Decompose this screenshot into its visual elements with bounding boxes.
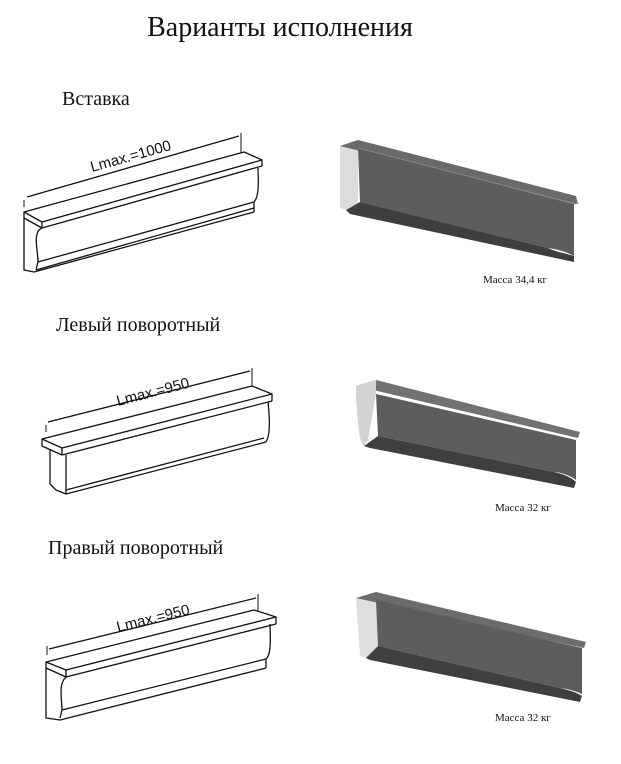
variant-2-mass: Масса 32 кг	[495, 502, 551, 514]
variant-2-render	[356, 380, 580, 488]
variant-3-title: Правый поворотный	[48, 537, 224, 559]
variant-1-line-drawing: Lmax.=1000	[23, 133, 263, 273]
variant-2-title: Левый поворотный	[56, 314, 221, 336]
variant-3-line-drawing: Lmax.=950	[45, 594, 277, 721]
variant-1-mass: Масса 34,4 кг	[483, 274, 548, 286]
variant-1-render	[340, 140, 578, 262]
variant-3-mass: Масса 32 кг	[495, 712, 551, 724]
variant-2-line-drawing: Lmax.=950	[41, 368, 273, 495]
page-title: Варианты исполнения	[147, 12, 413, 43]
variant-1-title: Вставка	[62, 88, 130, 110]
